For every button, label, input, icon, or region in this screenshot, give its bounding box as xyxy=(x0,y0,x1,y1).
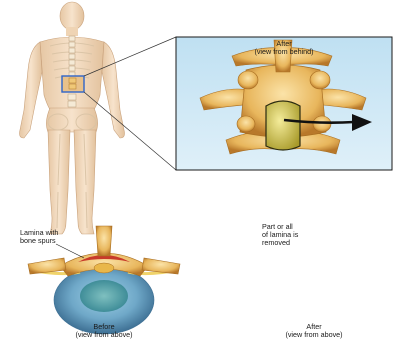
after-caption: After (view from above) xyxy=(274,323,354,339)
inset-panel: After (view from behind) xyxy=(176,37,392,170)
before-caption-line2: (view from above) xyxy=(64,331,144,339)
spur-callout-line2: bone spurs xyxy=(20,237,58,245)
spur-callout-label: Lamina with bone spurs xyxy=(20,229,58,245)
lamina-removed-callout-label: Part or all of lamina is removed xyxy=(262,223,298,247)
human-figure-back-view xyxy=(20,2,125,234)
lamina-callout-line3: removed xyxy=(262,239,298,247)
before-caption: Before (view from above) xyxy=(64,323,144,339)
connector-line-bottom xyxy=(84,92,176,170)
inset-subtitle: (view from behind) xyxy=(254,47,313,56)
spur-callout-line xyxy=(56,244,84,258)
after-caption-line2: (view from above) xyxy=(274,331,354,339)
removed-lamina-window xyxy=(266,101,300,150)
